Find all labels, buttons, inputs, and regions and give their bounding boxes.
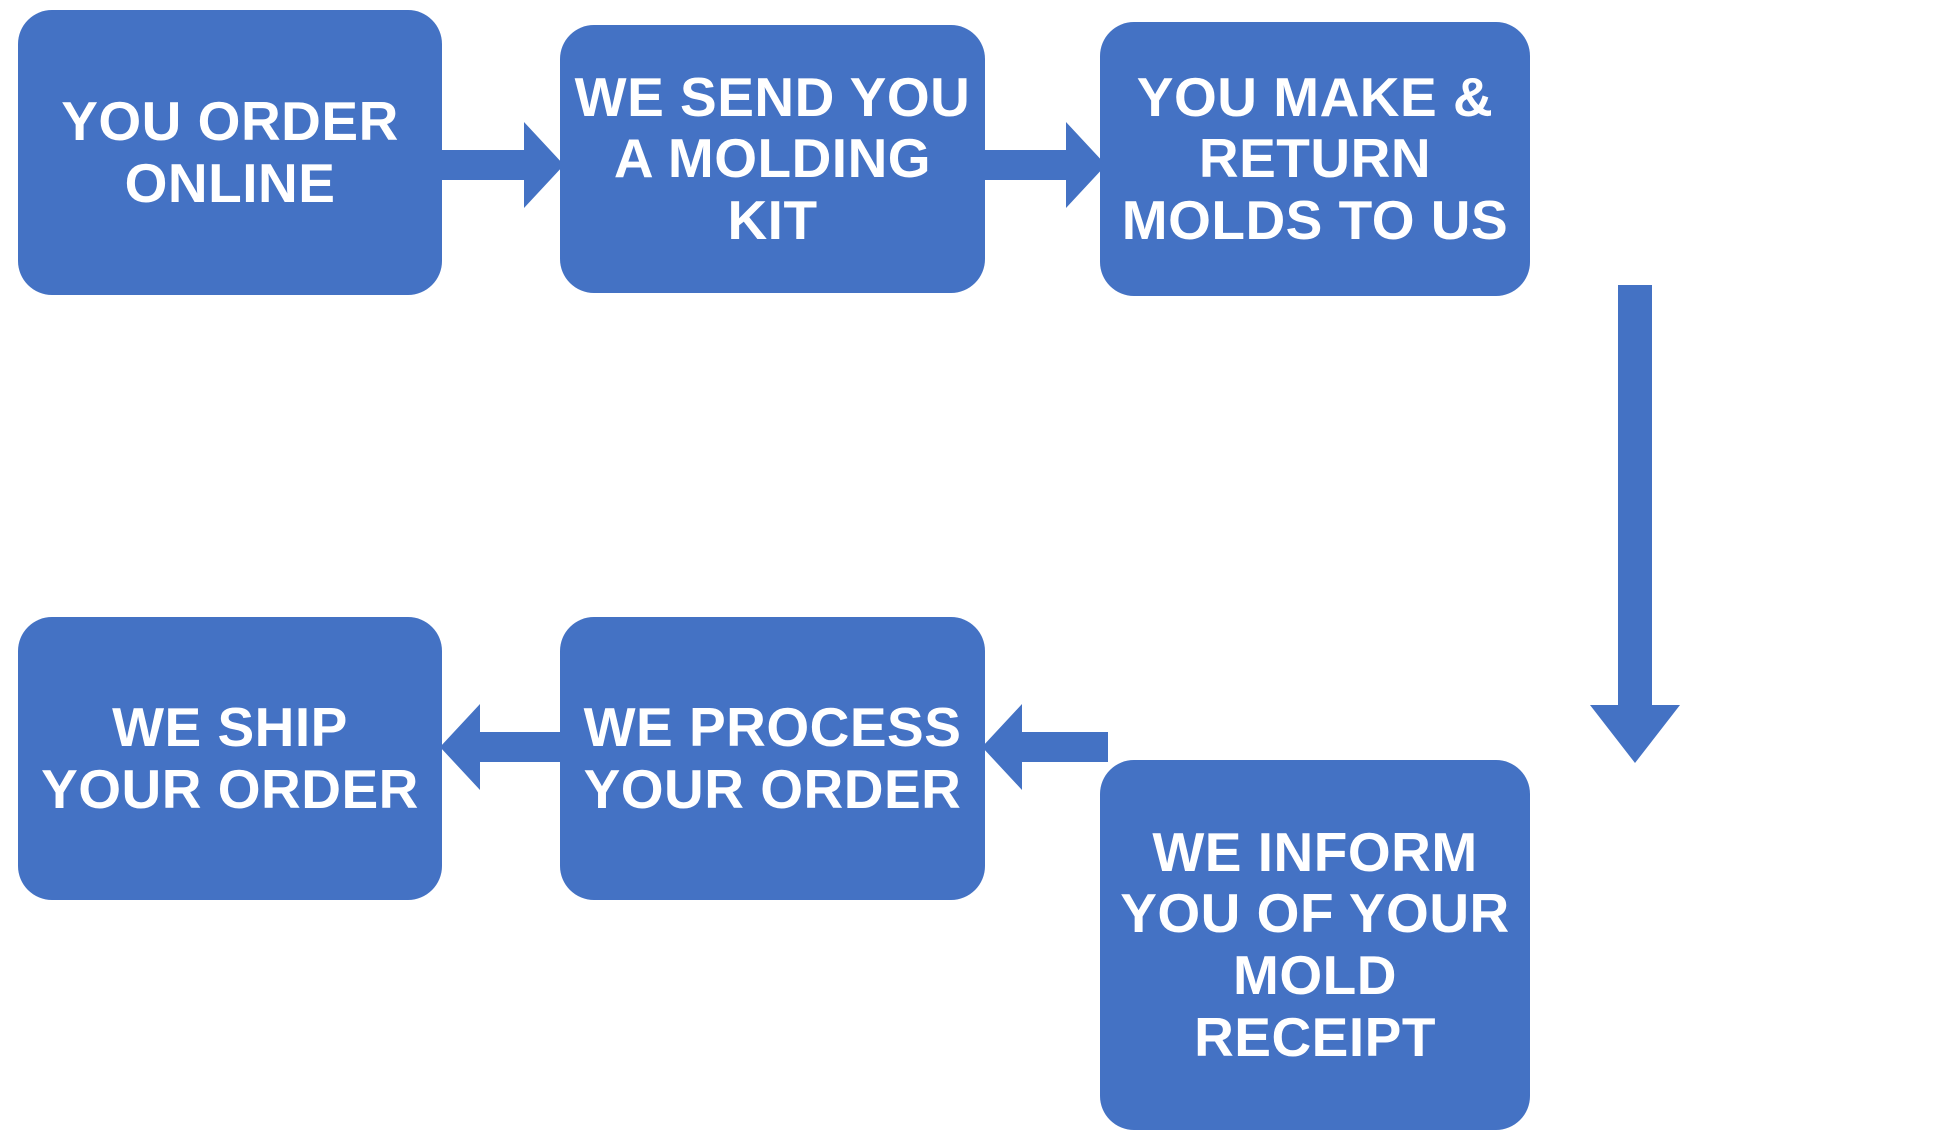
arrow-order-to-kit-icon: [438, 118, 566, 212]
flow-node-label: WE SHIP YOUR ORDER: [41, 695, 419, 820]
flow-node-label: WE INFORM YOU OF YOUR MOLD RECEIPT: [1120, 820, 1510, 1068]
arrow-process-to-ship-icon: [438, 700, 566, 794]
arrow-molds-to-inform-icon: [1588, 285, 1682, 765]
flow-node-inform-receipt: WE INFORM YOU OF YOUR MOLD RECEIPT: [1100, 760, 1530, 1130]
flow-node-label: WE SEND YOU A MOLDING KIT: [574, 65, 971, 251]
arrow-inform-to-process-icon: [980, 700, 1108, 794]
flow-node-order-online: YOU ORDER ONLINE: [18, 10, 442, 295]
flow-node-label: WE PROCESS YOUR ORDER: [583, 695, 962, 820]
flow-node-return-molds: YOU MAKE & RETURN MOLDS TO US: [1100, 22, 1530, 296]
flow-node-label: YOU MAKE & RETURN MOLDS TO US: [1121, 65, 1509, 251]
flow-node-ship-order: WE SHIP YOUR ORDER: [18, 617, 442, 900]
arrow-kit-to-molds-icon: [980, 118, 1108, 212]
flow-node-send-kit: WE SEND YOU A MOLDING KIT: [560, 25, 985, 293]
flow-node-label: YOU ORDER ONLINE: [61, 89, 399, 214]
flow-node-process-order: WE PROCESS YOUR ORDER: [560, 617, 985, 900]
